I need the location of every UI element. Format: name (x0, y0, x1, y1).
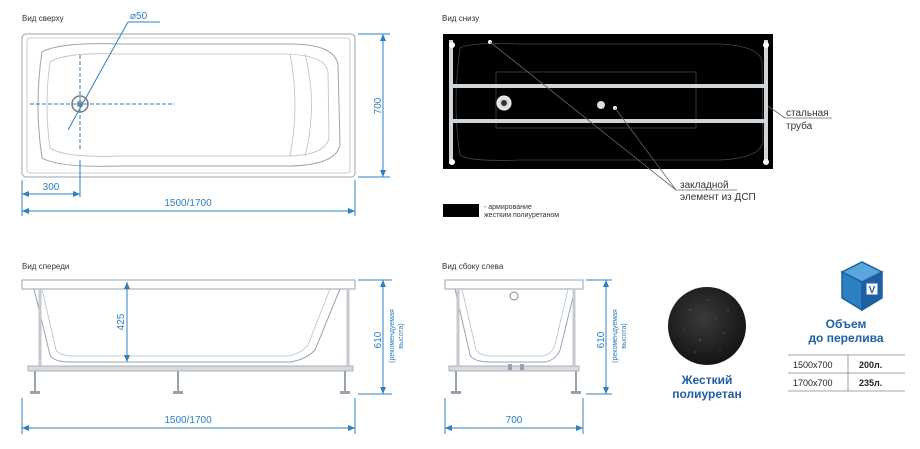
offset-arrows (22, 191, 80, 197)
side-view-title: Вид сбоку слева (442, 262, 504, 271)
front-height-note-1: (рекомендуемая (389, 309, 396, 363)
top-length-label: 1500/1700 (164, 198, 212, 209)
volume-block: V Объем до перелива 1500x700 200л. 1700x… (788, 261, 905, 392)
bottom-view-title: Вид снизу (442, 14, 479, 23)
front-legs (34, 371, 346, 392)
volume-icon-letter: V (869, 285, 876, 296)
steel-pipe-right (764, 40, 768, 164)
side-basin-inner (461, 288, 569, 357)
side-height-note-2: высота) (621, 323, 628, 348)
insert-leader-2 (614, 107, 677, 191)
material-label-line-2: полиуретан (672, 387, 741, 401)
top-offset-label: 300 (43, 182, 60, 193)
front-view-title: Вид спереди (22, 262, 69, 271)
side-frame (448, 365, 580, 372)
top-view-rim-inner (26, 37, 351, 174)
top-view-basin-inner (46, 53, 330, 157)
front-length-label: 1500/1700 (164, 415, 212, 426)
material-label-line-1: Жесткий (681, 373, 733, 387)
volume-title-line-2: до перелива (808, 331, 883, 345)
steel-pipe-1 (450, 84, 768, 88)
polyurethane-swatch (668, 287, 746, 365)
top-view-title: Вид сверху (22, 14, 64, 23)
pipe-label-line-1: стальная (786, 108, 829, 119)
side-height-note-1: (рекомендуемая (612, 309, 619, 363)
insert-label-line-2: элемент из ДСП (680, 192, 756, 203)
volume-box-icon: V (840, 261, 884, 312)
volume-title-line-1: Объем (826, 317, 867, 331)
front-leg-feet (30, 391, 350, 394)
pipe-label-line-2: труба (786, 120, 813, 132)
bottom-view: Вид снизу закладной элемент из ДСП сталь… (442, 14, 832, 219)
steel-pipe-2 (450, 119, 768, 123)
top-width-label: 700 (373, 97, 384, 114)
legend-swatch (443, 204, 479, 217)
top-view-rim (21, 33, 356, 178)
front-basin-inner (41, 288, 331, 357)
volume-row-2-value: 235л. (859, 378, 882, 388)
front-rim (21, 279, 356, 290)
side-legs (455, 371, 577, 392)
side-rim (444, 279, 584, 290)
legend-line-1: - армирование (484, 204, 532, 211)
diameter-leader (67, 21, 129, 131)
top-view-headrest (289, 53, 296, 157)
material-sample: Жесткий полиуретан (668, 287, 746, 401)
bottom-view-reinforced-body (443, 34, 773, 169)
pipe-leader (767, 105, 786, 119)
side-basin (454, 288, 576, 363)
volume-row-2-size: 1700x700 (793, 378, 833, 388)
volume-row-1-size: 1500x700 (793, 360, 833, 370)
legend-line-2: жестким полиуретаном (484, 212, 559, 219)
top-view-headrest-2 (304, 53, 312, 157)
bottom-drain-center (501, 100, 507, 106)
front-height-label: 610 (373, 331, 384, 348)
front-view: Вид спереди 425 610 (рекомендуемая высот… (21, 262, 405, 434)
side-width-label: 700 (506, 415, 523, 426)
front-basin (33, 288, 341, 363)
bottom-basin-outline (455, 43, 764, 161)
side-view: Вид сбоку слева 610 (рекомендуемая высот… (442, 262, 628, 434)
insert-label-line-1: закладной (680, 180, 729, 191)
front-depth-label: 425 (116, 313, 127, 330)
polyurethane-texture (683, 299, 730, 353)
bottom-flat (495, 71, 697, 129)
volume-row-1-value: 200л. (859, 360, 882, 370)
insert-dot (597, 101, 605, 109)
front-height-note-2: высота) (398, 323, 405, 348)
top-view: Вид сверху ⌀50 700 300 1500/1700 (21, 11, 390, 216)
front-frame (27, 365, 354, 372)
side-leg-feet (451, 364, 581, 394)
insert-leader-1 (489, 41, 677, 191)
steel-pipe-left (449, 40, 453, 164)
drain-diameter-label: ⌀50 (130, 11, 148, 22)
side-height-label: 610 (596, 331, 607, 348)
overflow-icon (509, 291, 519, 301)
